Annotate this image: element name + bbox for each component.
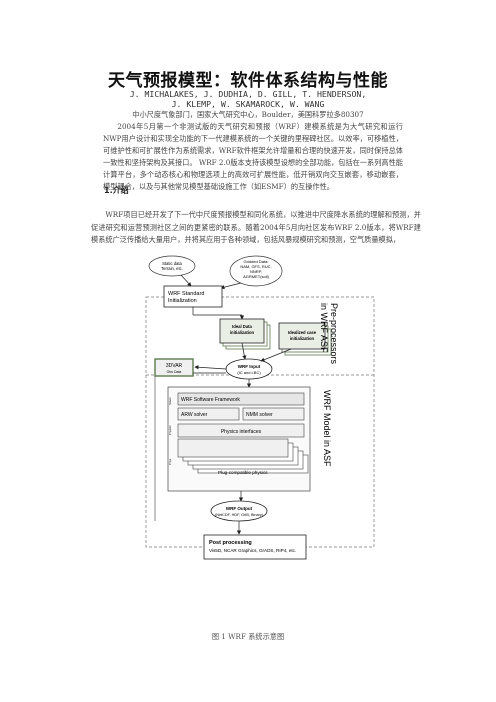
standard-init-label-1: WRF Standard xyxy=(168,291,204,297)
wrf-output-label-1: WRF Output xyxy=(226,506,253,511)
physics-interfaces-box xyxy=(177,423,305,438)
side-label-physics: Physics xyxy=(168,425,172,435)
affiliation: 中小尺度气象部门，国家大气研究中心，Boulder，美国科罗拉多80307 xyxy=(132,110,364,119)
idealized-case-box xyxy=(278,322,326,350)
preproc-label-1: Pre-processors xyxy=(329,303,339,365)
wrf-output-label-2: (NetCDF, HDF, GrIB, Binary) xyxy=(215,513,264,517)
threedvar-label: 3DVAR xyxy=(166,363,183,369)
nmm-solver-box xyxy=(242,407,305,421)
section-heading-introduction: 1.介绍 xyxy=(104,186,129,195)
software-framework-box xyxy=(177,392,305,406)
static-data-ellipse xyxy=(148,255,196,277)
paper-title: 天气预报模型：软件体系结构与性能 xyxy=(108,71,388,91)
post-processing-title: Post processing xyxy=(209,540,252,546)
ideal-data-label-1: Ideal Data xyxy=(232,324,252,329)
ideal-data-label-2: initialization xyxy=(230,330,255,335)
static-data-label-1: Static data xyxy=(162,261,182,266)
wrf-output-ellipse xyxy=(210,500,268,522)
wrf-input-label-2: (IC and LBC) xyxy=(237,370,261,375)
obs-data-label: Obs Data xyxy=(167,370,182,374)
side-label-solver: Solver xyxy=(168,397,172,405)
post-processing-list: Vis5D, NCAR Graphics, GrADS, RIP4, etc. xyxy=(209,548,296,553)
plug-physics-label: Plug-compatible physics xyxy=(218,470,268,475)
gridded-data-label-3: NNRP, xyxy=(250,269,262,274)
gridded-data-label-4: AGRMET(soil) xyxy=(243,274,269,279)
figure-caption: 图 1 WRF 系统示意图 xyxy=(211,632,285,641)
intro-paragraph: WRF项目已经开发了下一代中尺度预报模型和同化系统，以推进中尺度降水系统的理解和… xyxy=(91,210,421,244)
software-framework-label: WRF Software Framework xyxy=(181,397,240,403)
arw-solver-box xyxy=(177,407,240,421)
wrf-input-label-1: WRF Input xyxy=(238,364,261,369)
model-label: WRF Model in ASF xyxy=(322,390,332,467)
threedvar-box xyxy=(154,358,194,377)
wrf-system-diagram: Static data Terrain, etc. Gridded Data: … xyxy=(145,255,375,560)
arw-solver-label: ARW solver xyxy=(181,412,208,418)
authors-line-2: J. KLEMP, W. SKAMAROCK, W. WANG xyxy=(171,99,325,109)
wrf-input-ellipse xyxy=(225,358,273,380)
gridded-data-ellipse xyxy=(229,255,283,287)
post-processing-box xyxy=(203,534,307,560)
nmm-solver-label: NMM solver xyxy=(246,412,273,418)
side-label-phys: Phys xyxy=(168,458,172,465)
authors-line-1: J. MICHALAKES, J. DUDHIA, D. GILL, T. HE… xyxy=(129,89,367,99)
idealized-case-label-1: Idealized case xyxy=(288,330,317,335)
idealized-case-label-2: initialization xyxy=(290,336,315,341)
gridded-data-label-2: NAM, GFS, RUC, xyxy=(240,264,271,269)
physics-interfaces-label: Physics interfaces xyxy=(221,429,262,435)
static-data-label-2: Terrain, etc. xyxy=(161,266,183,271)
plug-physics-box xyxy=(177,438,289,458)
abstract: 2004年5月第一个非测试版的天气研究和预报（WRF）建模系统是为大气研究和运行… xyxy=(103,122,403,191)
preproc-label-2: in WRF ASF xyxy=(319,303,329,353)
gridded-data-label-1: Gridded Data: xyxy=(244,259,269,264)
standard-init-label-2: Initialization xyxy=(168,298,197,304)
